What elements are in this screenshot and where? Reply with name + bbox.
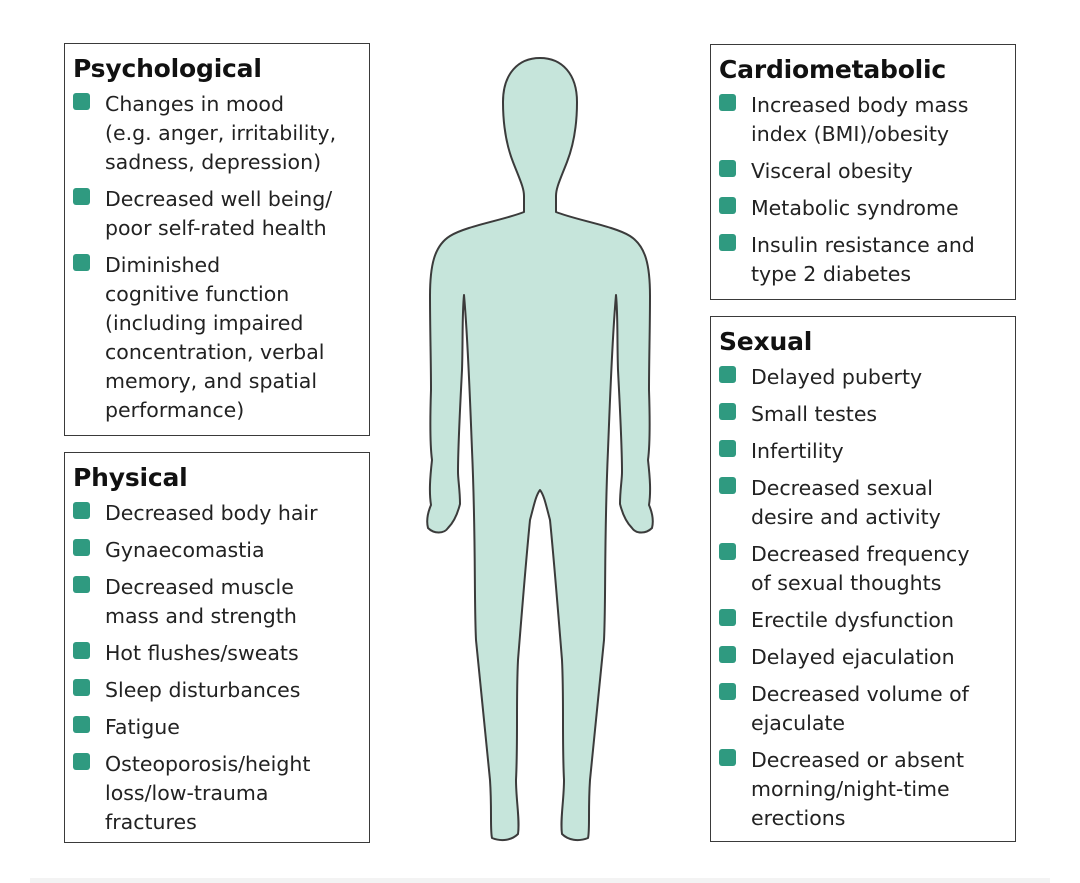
list-item: Increased body mass index (BMI)/obesity — [719, 91, 1005, 149]
list-item-text: Decreased volume of ejaculate — [751, 680, 969, 738]
list-item: Decreased frequency of sexual thoughts — [719, 540, 1005, 598]
list-item-text: Hot flushes/sweats — [105, 639, 299, 668]
psychological-panel: Psychological Changes in mood (e.g. ange… — [64, 43, 370, 436]
teal-square-bullet-icon — [719, 683, 736, 700]
teal-square-bullet-icon — [719, 609, 736, 626]
list-item-text: Fatigue — [105, 713, 180, 742]
teal-square-bullet-icon — [73, 716, 90, 733]
list-item: Decreased or absent morning/night-time e… — [719, 746, 1005, 833]
list-item-text: Delayed puberty — [751, 363, 922, 392]
teal-square-bullet-icon — [73, 679, 90, 696]
list-item: Decreased muscle mass and strength — [73, 573, 359, 631]
list-item: Metabolic syndrome — [719, 194, 1005, 223]
teal-square-bullet-icon — [73, 642, 90, 659]
teal-square-bullet-icon — [719, 160, 736, 177]
teal-square-bullet-icon — [719, 366, 736, 383]
physical-title: Physical — [73, 463, 359, 493]
sexual-title: Sexual — [719, 327, 1005, 357]
teal-square-bullet-icon — [73, 93, 90, 110]
teal-square-bullet-icon — [73, 502, 90, 519]
cardiometabolic-title: Cardiometabolic — [719, 55, 1005, 85]
list-item-text: Decreased well being/ poor self-rated he… — [105, 185, 332, 243]
list-item: Osteoporosis/height loss/low-trauma frac… — [73, 750, 359, 837]
teal-square-bullet-icon — [719, 94, 736, 111]
body-silhouette-svg — [400, 40, 680, 850]
list-item-text: Increased body mass index (BMI)/obesity — [751, 91, 968, 149]
teal-square-bullet-icon — [73, 539, 90, 556]
list-item: Insulin resistance and type 2 diabetes — [719, 231, 1005, 289]
list-item-text: Insulin resistance and type 2 diabetes — [751, 231, 975, 289]
teal-square-bullet-icon — [719, 440, 736, 457]
list-item: Decreased well being/ poor self-rated he… — [73, 185, 359, 243]
list-item: Decreased volume of ejaculate — [719, 680, 1005, 738]
teal-square-bullet-icon — [73, 188, 90, 205]
list-item: Visceral obesity — [719, 157, 1005, 186]
list-item-text: Sleep disturbances — [105, 676, 300, 705]
list-item: Hot flushes/sweats — [73, 639, 359, 668]
teal-square-bullet-icon — [719, 749, 736, 766]
list-item: Decreased sexual desire and activity — [719, 474, 1005, 532]
teal-square-bullet-icon — [719, 403, 736, 420]
teal-square-bullet-icon — [719, 646, 736, 663]
list-item: Sleep disturbances — [73, 676, 359, 705]
body-outline — [427, 58, 653, 840]
teal-square-bullet-icon — [73, 753, 90, 770]
list-item: Gynaecomastia — [73, 536, 359, 565]
list-item-text: Osteoporosis/height loss/low-trauma frac… — [105, 750, 310, 837]
list-item: Delayed ejaculation — [719, 643, 1005, 672]
list-item: Changes in mood (e.g. anger, irritabilit… — [73, 90, 359, 177]
list-item-text: Erectile dysfunction — [751, 606, 954, 635]
list-item-text: Decreased or absent morning/night-time e… — [751, 746, 964, 833]
teal-square-bullet-icon — [719, 197, 736, 214]
list-item-text: Delayed ejaculation — [751, 643, 955, 672]
list-item-text: Decreased frequency of sexual thoughts — [751, 540, 969, 598]
psychological-list: Changes in mood (e.g. anger, irritabilit… — [73, 90, 359, 425]
list-item-text: Decreased sexual desire and activity — [751, 474, 941, 532]
list-item-text: Small testes — [751, 400, 877, 429]
list-item: Small testes — [719, 400, 1005, 429]
human-body-silhouette-icon — [400, 40, 680, 850]
teal-square-bullet-icon — [719, 543, 736, 560]
list-item: Fatigue — [73, 713, 359, 742]
list-item-text: Changes in mood (e.g. anger, irritabilit… — [105, 90, 336, 177]
list-item-text: Diminished cognitive function (including… — [105, 251, 324, 425]
list-item: Decreased body hair — [73, 499, 359, 528]
teal-square-bullet-icon — [719, 234, 736, 251]
list-item-text: Gynaecomastia — [105, 536, 265, 565]
list-item-text: Metabolic syndrome — [751, 194, 959, 223]
bottom-divider — [30, 878, 1050, 883]
list-item-text: Visceral obesity — [751, 157, 913, 186]
list-item-text: Decreased muscle mass and strength — [105, 573, 297, 631]
psychological-title: Psychological — [73, 54, 359, 84]
list-item: Erectile dysfunction — [719, 606, 1005, 635]
teal-square-bullet-icon — [719, 477, 736, 494]
teal-square-bullet-icon — [73, 576, 90, 593]
list-item: Infertility — [719, 437, 1005, 466]
list-item: Delayed puberty — [719, 363, 1005, 392]
teal-square-bullet-icon — [73, 254, 90, 271]
list-item-text: Infertility — [751, 437, 844, 466]
cardiometabolic-panel: Cardiometabolic Increased body mass inde… — [710, 44, 1016, 300]
list-item-text: Decreased body hair — [105, 499, 318, 528]
list-item: Diminished cognitive function (including… — [73, 251, 359, 425]
